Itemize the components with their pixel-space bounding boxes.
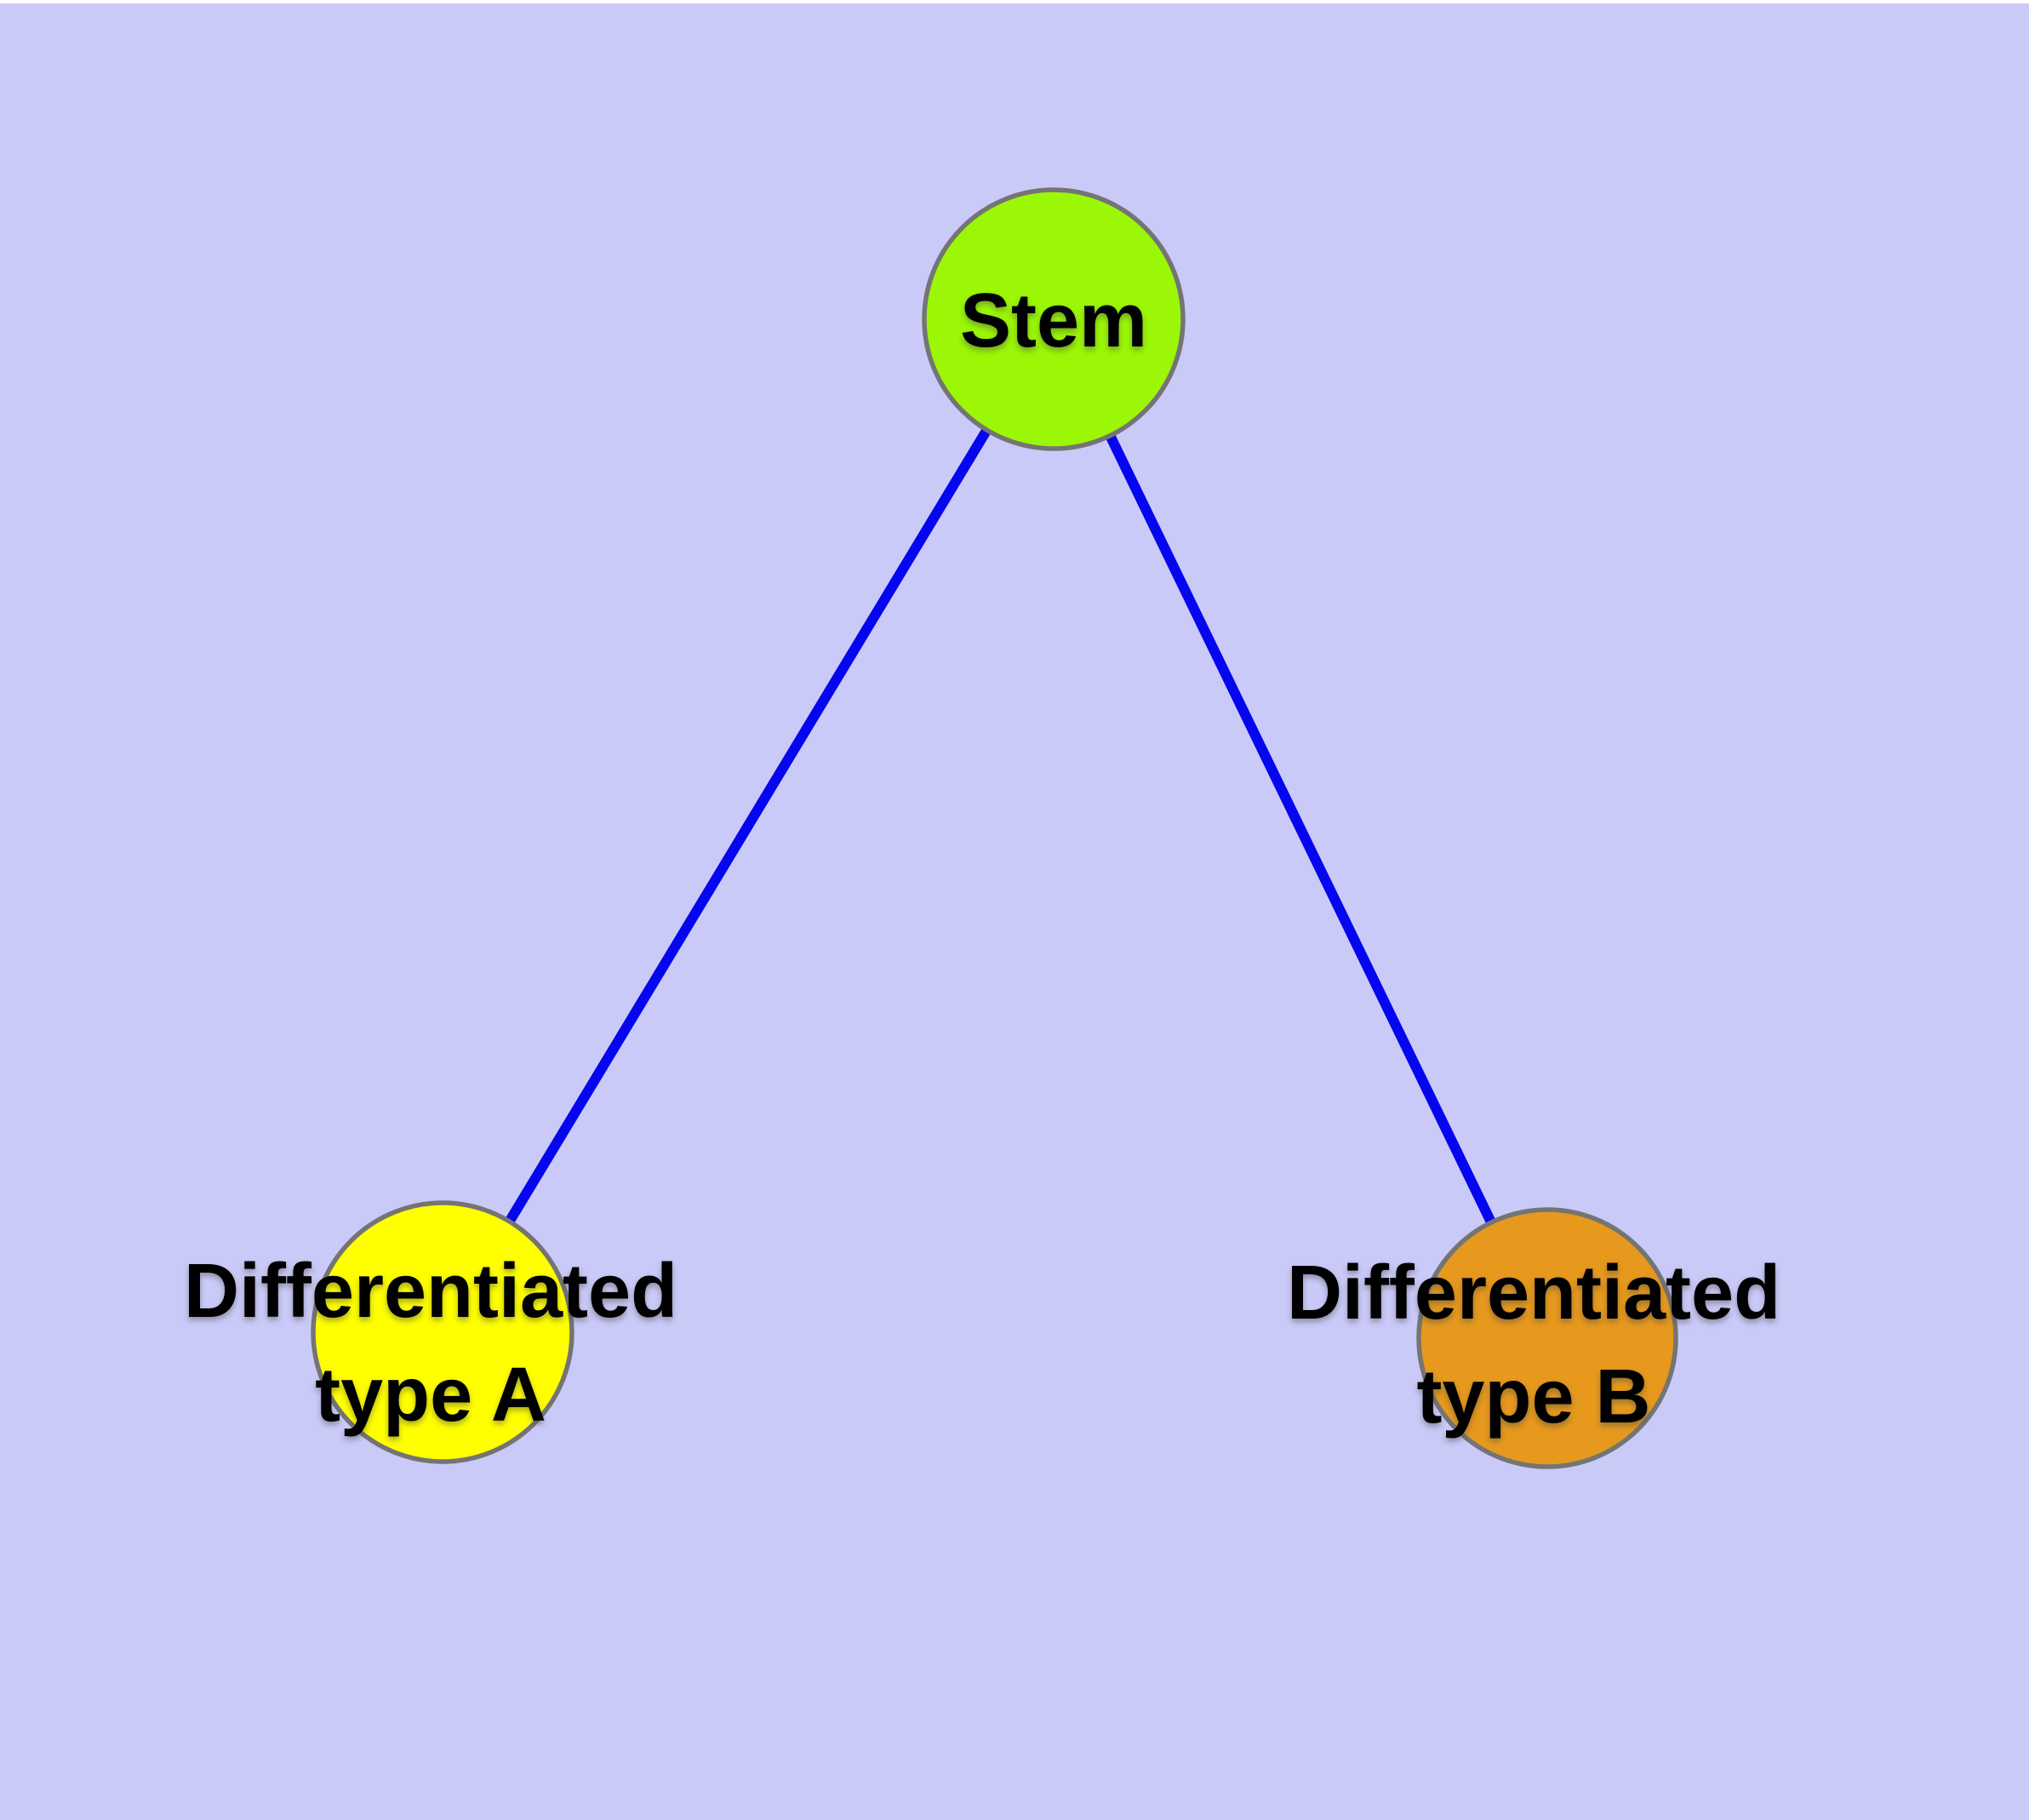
node-stem <box>922 187 1186 451</box>
node-diff-type-b <box>1416 1207 1678 1469</box>
edge-stem-to-diff-type-b <box>1049 317 1552 1341</box>
top-border-strip <box>0 0 2029 3</box>
node-diff-type-a <box>311 1200 574 1464</box>
edge-stem-to-diff-type-a <box>437 316 1059 1336</box>
